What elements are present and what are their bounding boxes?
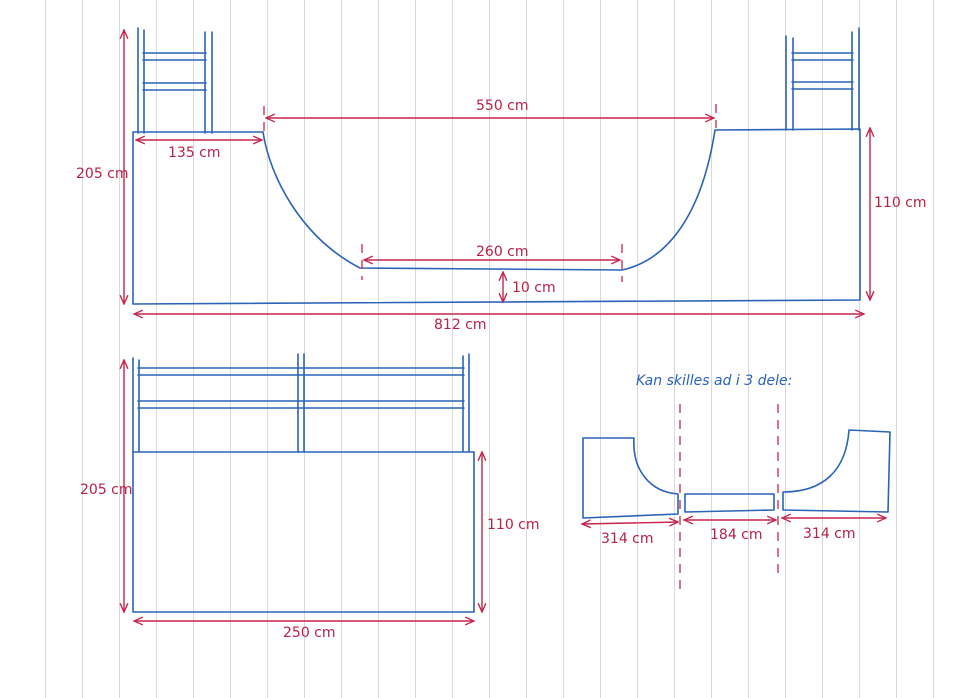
side-structure (132, 27, 861, 305)
label-front-width: 250 cm (283, 625, 336, 641)
right-railing (785, 27, 860, 131)
label-opening-width: 550 cm (476, 98, 529, 114)
middle-section (684, 493, 775, 513)
label-total-length: 812 cm (434, 317, 487, 333)
sections-note: Kan skilles ad i 3 dele: (636, 373, 792, 389)
front-structure (132, 353, 475, 613)
label-side-ramp-height: 110 cm (874, 195, 927, 211)
label-side-height-total: 205 cm (76, 166, 129, 182)
left-section (582, 437, 679, 519)
label-left-part: 314 cm (601, 531, 654, 547)
side-view: 205 cm 135 cm 550 cm 260 cm 10 cm 110 cm… (76, 27, 927, 333)
sections-view: Kan skilles ad i 3 dele: 314 cm 184 cm 3… (582, 373, 891, 590)
dim-line-left-part (582, 522, 678, 524)
label-flat-bottom: 260 cm (476, 244, 529, 260)
front-view: 205 cm 110 cm 250 cm (80, 353, 540, 641)
left-railing (137, 27, 213, 134)
label-front-ramp-height: 110 cm (487, 517, 540, 533)
front-dimensions: 205 cm 110 cm 250 cm (80, 360, 540, 641)
half-pipe-outline (132, 128, 861, 305)
front-box (132, 451, 475, 613)
label-front-height-total: 205 cm (80, 482, 133, 498)
label-bottom-thickness: 10 cm (512, 280, 556, 296)
side-dimensions: 205 cm 135 cm 550 cm 260 cm 10 cm 110 cm… (76, 30, 927, 333)
label-middle-part: 184 cm (710, 527, 763, 543)
label-right-part: 314 cm (803, 526, 856, 542)
label-platform-width: 135 cm (168, 145, 221, 161)
right-section (782, 429, 891, 513)
